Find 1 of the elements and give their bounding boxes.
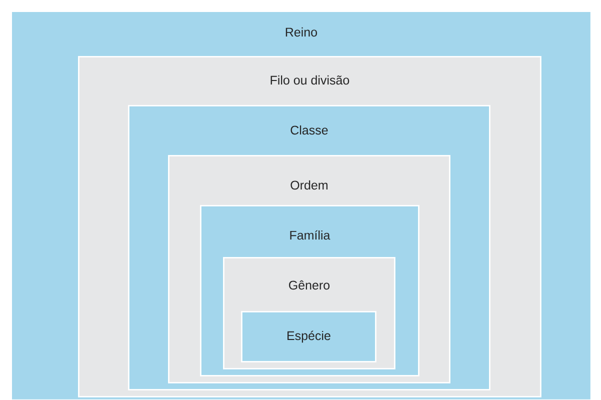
nested-box: Espécie	[241, 311, 376, 362]
